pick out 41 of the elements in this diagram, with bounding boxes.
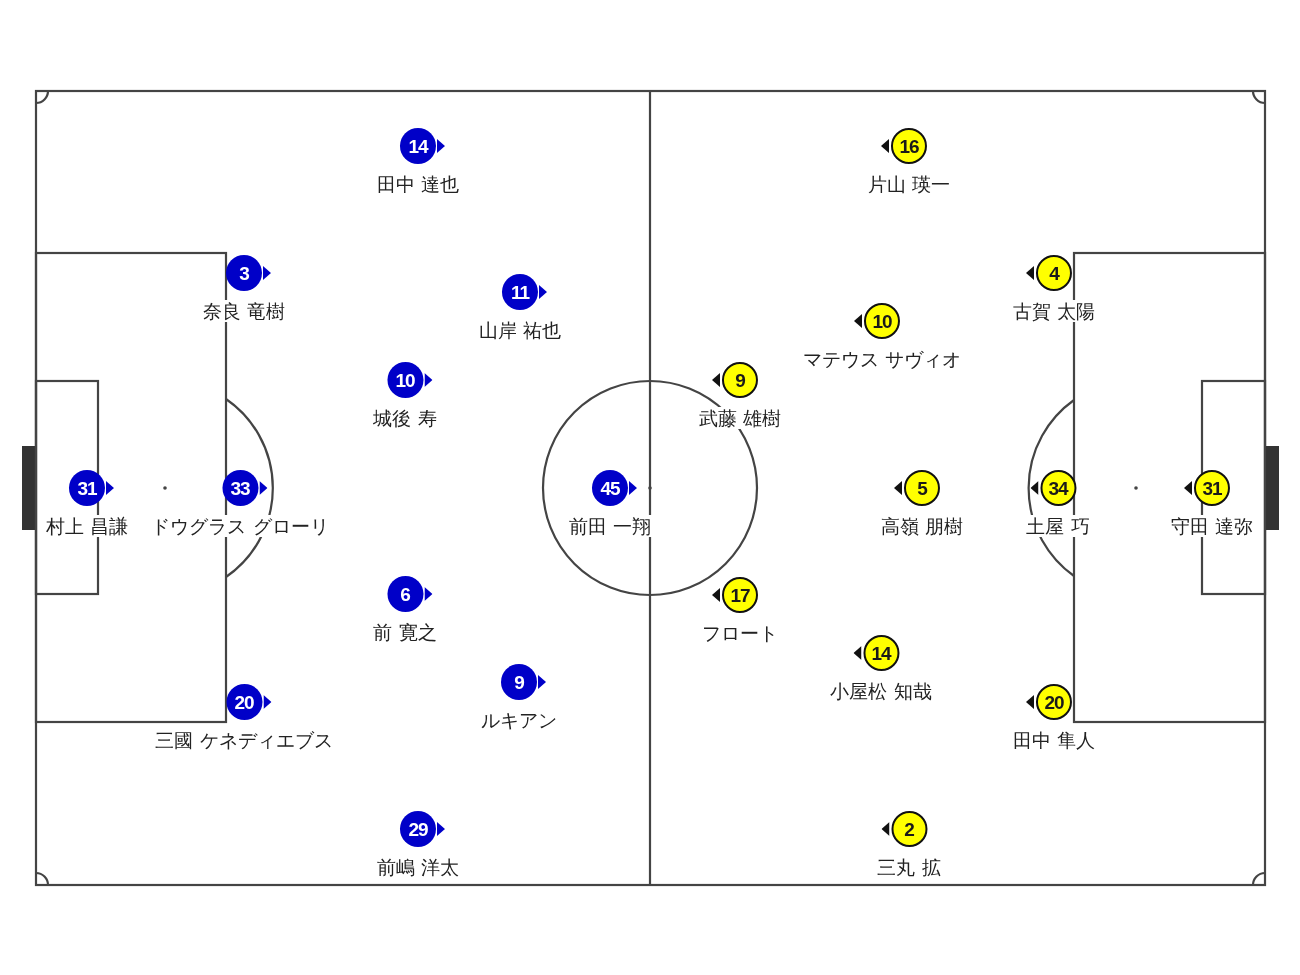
player-name: 前 寛之 [372,621,438,643]
player-number-marker: 4 [1036,255,1072,291]
player-name: 田中 隼人 [1012,729,1096,751]
player-name: 守田 達弥 [1170,515,1254,537]
player-name: 田中 達也 [376,173,460,195]
player-number-marker: 2 [891,811,927,847]
player-number-marker: 11 [502,274,538,310]
player-number-marker: 6 [387,576,423,612]
player-name: 城後 寿 [372,407,438,429]
player-number-marker: 31 [1194,470,1230,506]
player-number-marker: 9 [501,664,537,700]
player-name: 高嶺 朋樹 [880,515,964,537]
player-name: 小屋松 知哉 [829,680,933,702]
player-name: 前田 一翔 [568,515,652,537]
player-number-marker: 5 [904,470,940,506]
player-number-marker: 20 [1036,684,1072,720]
player-name: 三丸 拡 [876,856,942,878]
player-name: 村上 昌謙 [45,515,129,537]
player-name: 古賀 太陽 [1012,300,1096,322]
player-number-marker: 9 [722,362,758,398]
player-number-marker: 14 [863,635,899,671]
player-number-marker: 33 [222,470,258,506]
player-number-marker: 20 [226,684,262,720]
player-name: 三國 ケネディエブス [154,729,334,751]
player-number-marker: 10 [387,362,423,398]
player-number-marker: 16 [891,128,927,164]
player-number-marker: 3 [226,255,262,291]
player-name: 武藤 雄樹 [698,407,782,429]
player-number-marker: 10 [864,303,900,339]
player-name: 山岸 祐也 [478,319,562,341]
player-name: 土屋 巧 [1025,515,1091,537]
player-name: 奈良 竜樹 [202,300,286,322]
player-number-marker: 45 [592,470,628,506]
player-number-marker: 14 [400,128,436,164]
player-name: 前嶋 洋太 [376,856,460,878]
player-name: マテウス サヴィオ [802,348,962,370]
player-number-marker: 17 [722,577,758,613]
player-name: 片山 瑛一 [867,173,951,195]
player-number-marker: 31 [69,470,105,506]
player-number-marker: 34 [1040,470,1076,506]
player-number-marker: 29 [400,811,436,847]
